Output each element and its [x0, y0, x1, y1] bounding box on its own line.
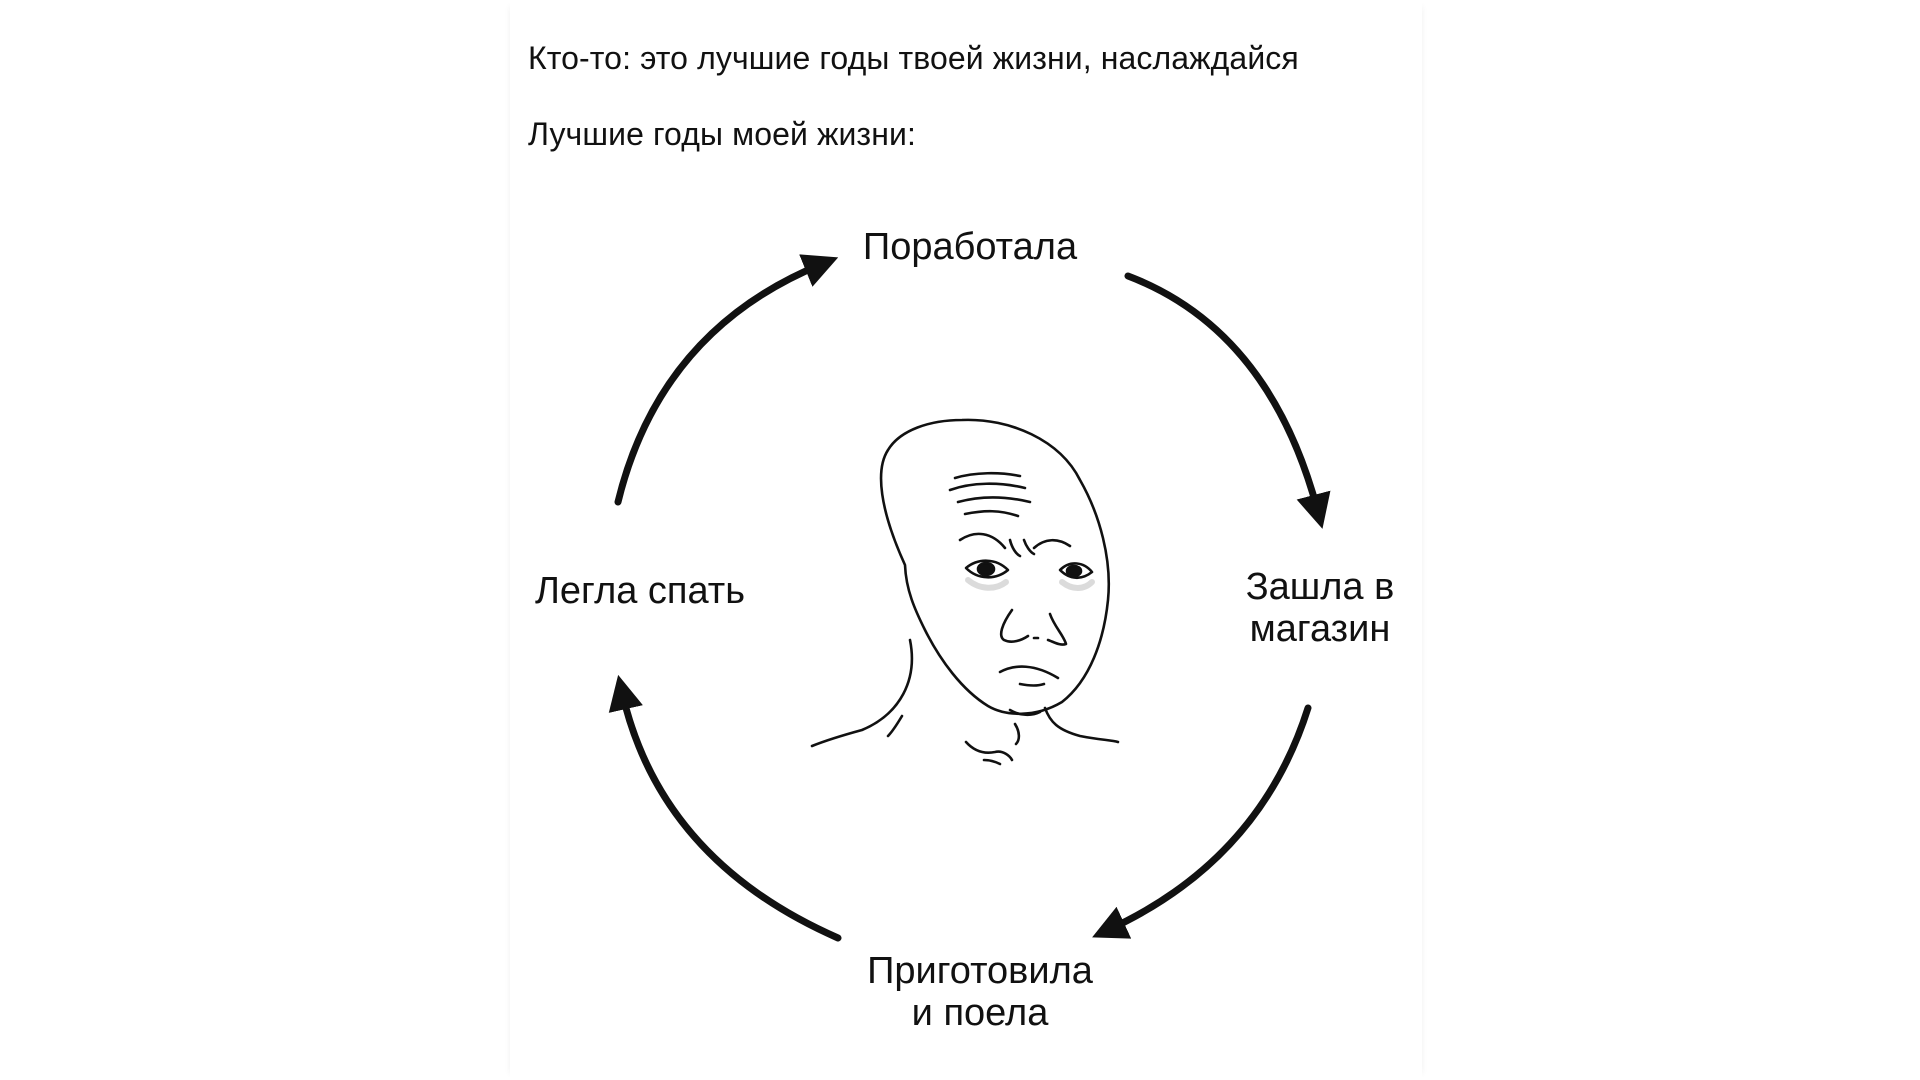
cycle-step-worked: Поработала — [862, 226, 1078, 268]
cycle-step-went-to-sleep: Легла спать — [534, 570, 746, 612]
meme-panel — [510, 0, 1422, 1080]
caption-my-best-years: Лучшие годы моей жизни: — [528, 116, 916, 152]
cycle-step-went-to-store: Зашла в магазин — [1245, 566, 1395, 650]
caption-someone-says: Кто-то: это лучшие годы твоей жизни, нас… — [528, 40, 1299, 76]
cycle-step-cooked-and-ate: Приготовила и поела — [867, 950, 1093, 1034]
